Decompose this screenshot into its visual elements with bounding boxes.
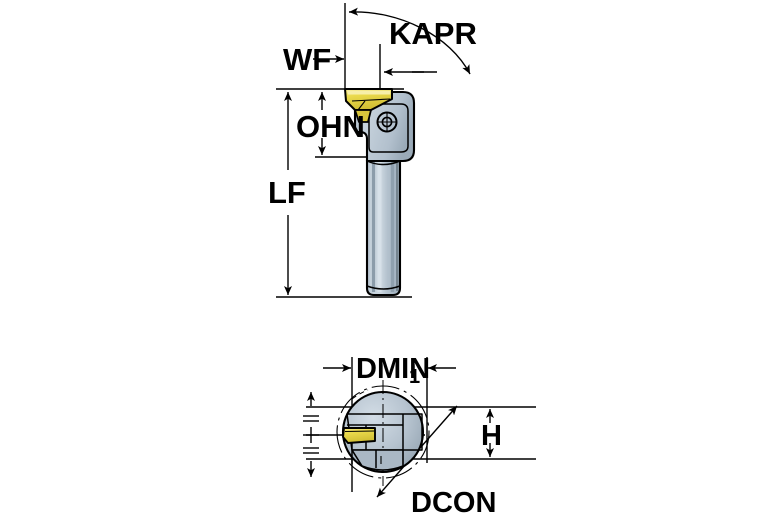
section-view-group: DMIN 1 H DCON (303, 353, 536, 519)
boring-bar-shank (365, 158, 402, 297)
label-wf: WF (283, 42, 331, 77)
label-kapr: KAPR (389, 16, 477, 51)
dimension-kapr (348, 7, 471, 76)
label-dmin: DMIN (356, 353, 430, 385)
label-dmin-subscript: 1 (409, 366, 420, 388)
label-h: H (481, 420, 502, 452)
side-view-group: WF KAPR OHN LF (268, 3, 477, 298)
label-dcon: DCON (411, 487, 496, 519)
symmetry-marks (303, 392, 319, 477)
label-ohn: OHN (296, 109, 365, 144)
bar-cross-section (336, 380, 430, 486)
cutting-insert (344, 88, 393, 123)
label-lf: LF (268, 175, 306, 210)
